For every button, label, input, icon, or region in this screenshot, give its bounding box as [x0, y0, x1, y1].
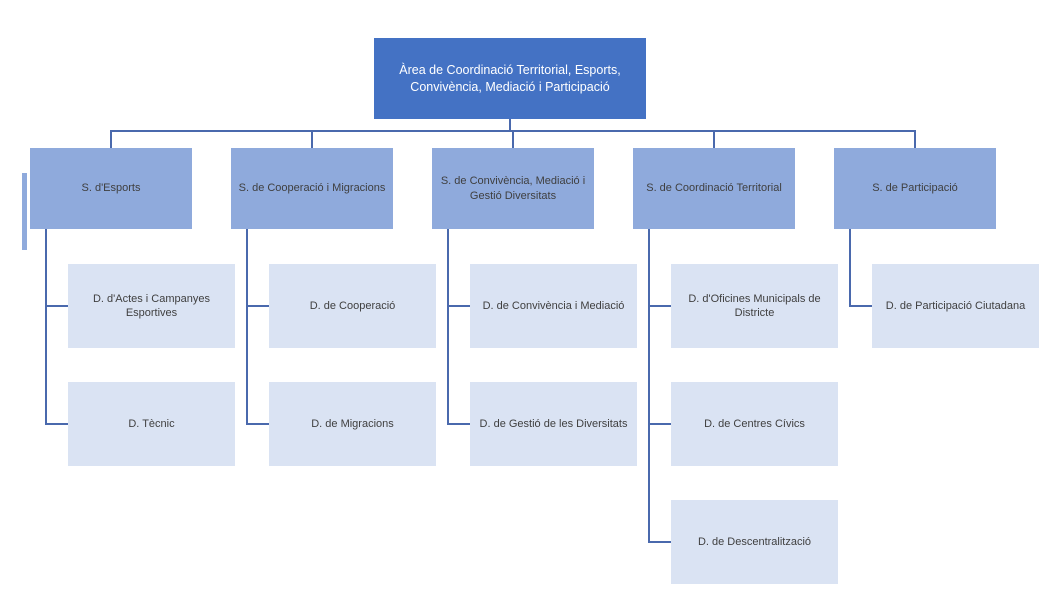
org-child-box: D. de Centres Cívics — [671, 382, 838, 466]
org-section-box: S. d'Esports — [30, 148, 192, 229]
org-section-label: S. d'Esports — [81, 182, 141, 195]
org-child-box: D. de Migracions — [269, 382, 436, 466]
org-child-box: D. d'Oficines Municipals de Districte — [671, 264, 838, 348]
org-root-box: Àrea de Coordinació Territorial, Esports… — [374, 38, 646, 119]
connector-root-stub — [509, 119, 511, 130]
org-child-box: D. de Cooperació — [269, 264, 436, 348]
org-child-box: D. Tècnic — [68, 382, 235, 466]
org-section-box: S. de Coordinació Territorial — [633, 148, 795, 229]
org-child-box: D. de Descentralització — [671, 500, 838, 584]
connector-hang-horizontal — [246, 423, 269, 425]
org-root-label: Àrea de Coordinació Territorial, Esports… — [399, 63, 621, 94]
connector-drop — [311, 130, 313, 148]
org-child-box: D. de Gestió de les Diversitats — [470, 382, 637, 466]
connector-hang-vertical — [447, 229, 449, 424]
org-child-label: D. Tècnic — [128, 417, 175, 430]
org-section-box: S. de Participació — [834, 148, 996, 229]
org-section-box: S. de Cooperació i Migracions — [231, 148, 393, 229]
connector-hang-horizontal — [648, 541, 671, 543]
org-child-label: D. de Centres Cívics — [704, 417, 805, 430]
connector-hang-horizontal — [45, 423, 68, 425]
org-child-box: D. de Participació Ciutadana — [872, 264, 1039, 348]
connector-hang-vertical — [246, 229, 248, 424]
org-child-label: D. d'Oficines Municipals de Districte — [688, 292, 821, 319]
org-child-label: D. de Gestió de les Diversitats — [479, 417, 628, 430]
connector-hang-horizontal — [447, 423, 470, 425]
connector-hang-horizontal — [246, 305, 269, 307]
connector-hang-vertical — [45, 229, 47, 424]
org-child-label: D. de Participació Ciutadana — [885, 299, 1026, 312]
connector-drop — [713, 130, 715, 148]
connector-hang-horizontal — [849, 305, 872, 307]
org-child-label: D. de Convivència i Mediació — [482, 299, 625, 312]
org-child-label: D. de Cooperació — [309, 299, 396, 312]
org-child-label: D. de Migracions — [311, 417, 394, 430]
connector-hang-horizontal — [45, 305, 68, 307]
connector-hang-horizontal — [648, 305, 671, 307]
connector-hang-horizontal — [648, 423, 671, 425]
org-section-box: S. de Convivència, Mediació i Gestió Div… — [432, 148, 594, 229]
org-section-label: S. de Participació — [872, 182, 958, 195]
connector-drop — [110, 130, 112, 148]
connector-drop — [914, 130, 916, 148]
org-section-label: S. de Convivència, Mediació i Gestió Div… — [440, 175, 586, 202]
org-section-label: S. de Coordinació Territorial — [646, 182, 782, 195]
partial-shape-left-edge — [22, 173, 27, 250]
org-child-box: D. d'Actes i Campanyes Esportives — [68, 264, 235, 348]
connector-hang-vertical — [648, 229, 650, 542]
connector-hang-vertical — [849, 229, 851, 306]
org-section-label: S. de Cooperació i Migracions — [238, 182, 386, 195]
org-child-label: D. de Descentralització — [697, 535, 812, 548]
connector-drop — [512, 130, 514, 148]
connector-hang-horizontal — [447, 305, 470, 307]
org-child-label: D. d'Actes i Campanyes Esportives — [92, 292, 211, 319]
org-child-box: D. de Convivència i Mediació — [470, 264, 637, 348]
